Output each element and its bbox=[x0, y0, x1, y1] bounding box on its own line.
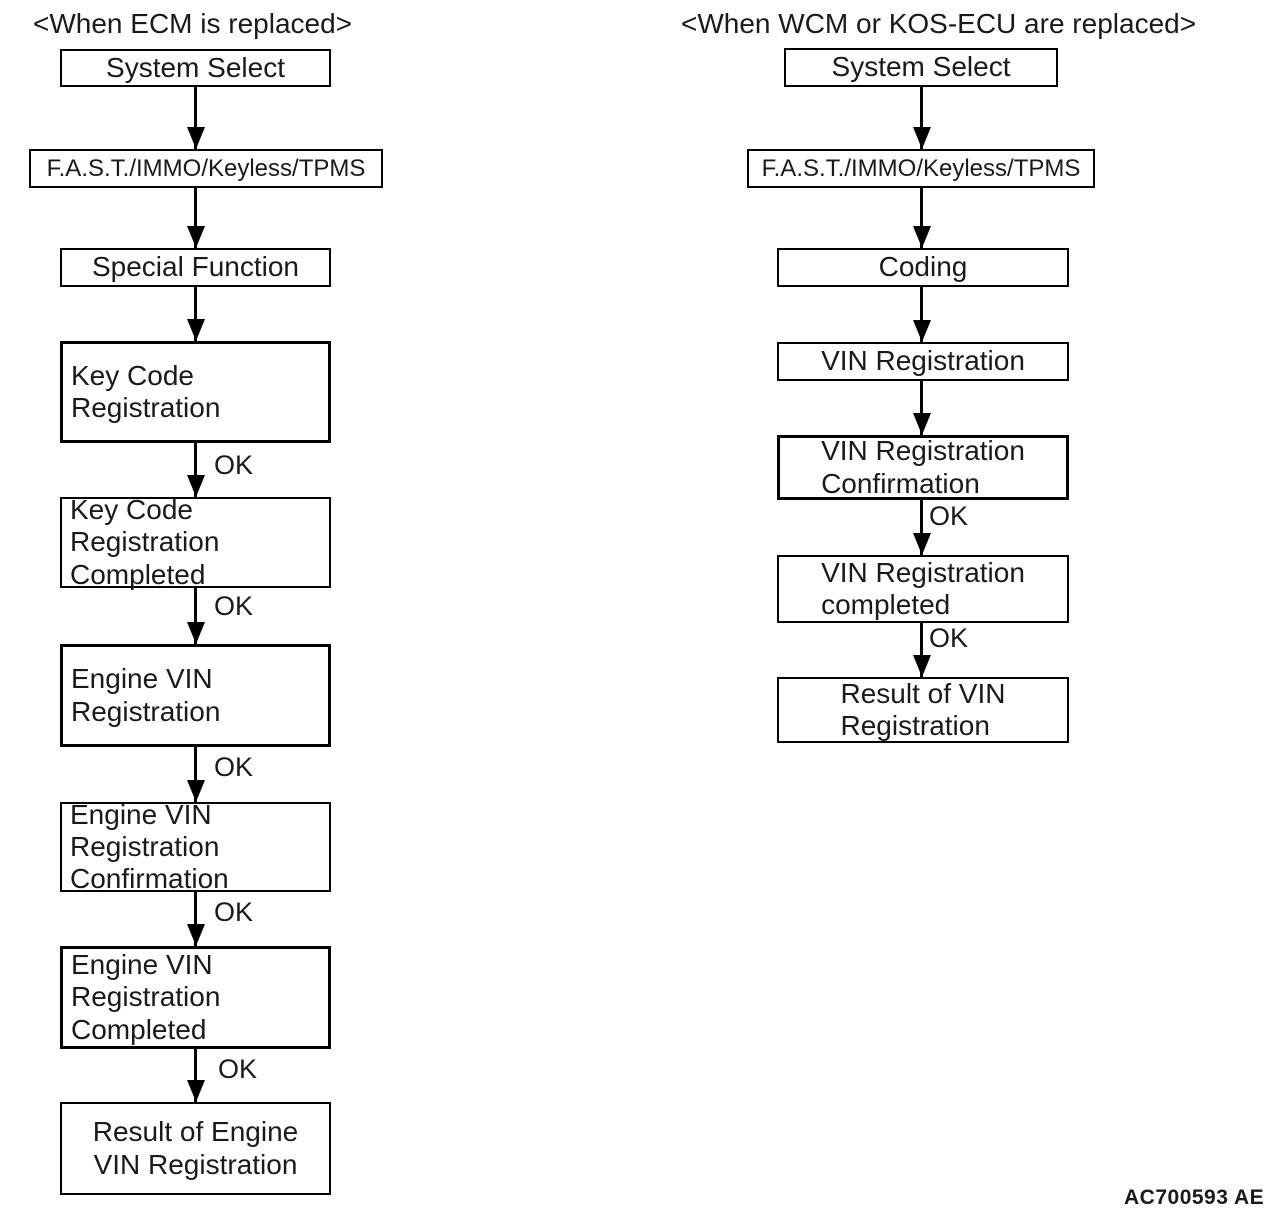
down-arrow bbox=[194, 1049, 197, 1102]
step-special-function: Special Function bbox=[60, 248, 331, 287]
figure-code: AC700593 AE bbox=[1124, 1186, 1265, 1209]
ok-label: OK bbox=[929, 501, 969, 531]
down-arrow bbox=[194, 892, 197, 946]
ok-label: OK bbox=[214, 897, 254, 927]
down-arrow bbox=[194, 443, 197, 497]
right-flow-title: <When WCM or KOS-ECU are replaced> bbox=[681, 8, 1197, 39]
step-result-vin-registration: Result of VIN Registration bbox=[777, 677, 1069, 743]
step-vin-registration-completed: VIN Registration completed bbox=[777, 555, 1069, 623]
down-arrow bbox=[920, 500, 923, 555]
step-system-select-wcm: System Select bbox=[784, 48, 1058, 87]
step-fast-immo-ecm: F.A.S.T./IMMO/Keyless/TPMS bbox=[29, 149, 383, 188]
down-arrow bbox=[920, 87, 923, 149]
step-engine-vin-registration-confirmation: Engine VIN Registration Confirmation bbox=[60, 799, 331, 894]
step-coding: Coding bbox=[777, 248, 1069, 287]
step-key-code-registration: Key Code Registration bbox=[60, 341, 331, 443]
ok-label: OK bbox=[214, 752, 254, 782]
down-arrow bbox=[194, 747, 197, 802]
down-arrow bbox=[194, 588, 197, 644]
step-result-engine-vin-registration: Result of Engine VIN Registration bbox=[60, 1102, 331, 1195]
step-engine-vin-registration: Engine VIN Registration bbox=[60, 644, 331, 747]
step-fast-immo-wcm: F.A.S.T./IMMO/Keyless/TPMS bbox=[747, 149, 1095, 188]
step-engine-vin-registration-completed: Engine VIN Registration Completed bbox=[60, 946, 331, 1049]
down-arrow bbox=[194, 87, 197, 149]
step-vin-registration-confirmation: VIN Registration Confirmation bbox=[777, 435, 1069, 500]
down-arrow bbox=[920, 287, 923, 342]
step-key-code-registration-completed: Key Code Registration Completed bbox=[60, 494, 331, 590]
step-system-select-ecm: System Select bbox=[60, 49, 331, 87]
ok-label: OK bbox=[218, 1054, 258, 1084]
left-flow-title: <When ECM is replaced> bbox=[33, 8, 353, 39]
down-arrow bbox=[920, 623, 923, 677]
ok-label: OK bbox=[929, 623, 969, 653]
ok-label: OK bbox=[214, 591, 254, 621]
down-arrow bbox=[194, 287, 197, 341]
down-arrow bbox=[194, 188, 197, 248]
step-vin-registration: VIN Registration bbox=[777, 342, 1069, 381]
down-arrow bbox=[920, 381, 923, 435]
ok-label: OK bbox=[214, 450, 254, 480]
down-arrow bbox=[920, 188, 923, 248]
